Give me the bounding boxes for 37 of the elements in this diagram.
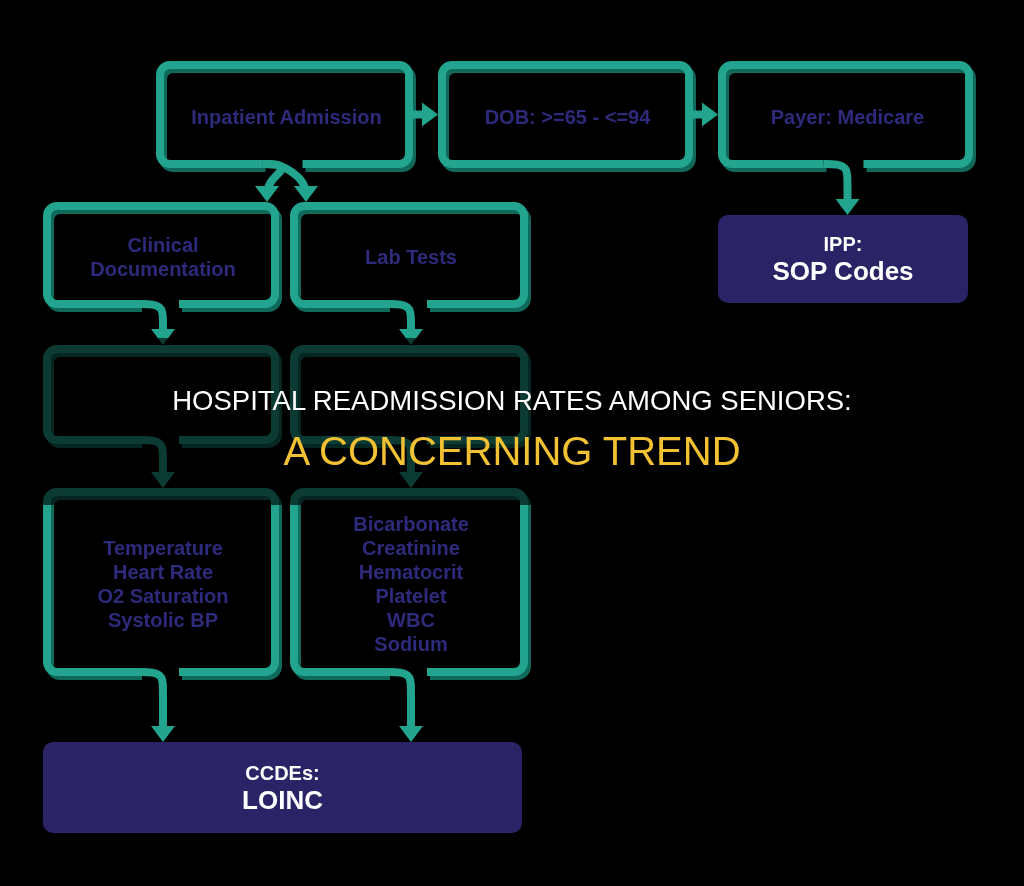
box-label: LOINC [242,784,323,815]
box-label: Bicarbonate [353,512,469,536]
arrow [385,436,423,488]
box-label: Hematocrit [358,560,464,584]
process-box [438,61,697,172]
box-label: SOP Codes [772,256,914,286]
process-box [156,61,417,172]
arrow [137,668,175,742]
box-label: DOB: >=65 - <=94 [484,104,651,129]
box-label: Lab Tests [365,245,457,269]
box-label: Creatinine [362,536,460,560]
title: HOSPITAL READMISSION RATES AMONG SENIORS: A CONCERNING TREND [171,384,853,475]
box-label: Temperature [103,536,223,560]
box-label: Platelet [375,584,447,608]
arrow [137,300,175,346]
result-box [718,215,968,303]
arrow [385,668,423,742]
process-box [43,488,283,680]
box-heading: IPP: [823,232,863,256]
box-label: Sodium [374,632,448,656]
box-label: WBC [387,608,435,632]
box-heading: CCDEs: [245,760,320,785]
box-label: Heart Rate [112,560,213,584]
arrow [821,160,860,215]
box-label: Systolic BP [107,608,218,632]
process-box [718,61,977,172]
process-box [290,488,532,680]
arrow [260,160,318,203]
arrow [137,436,175,488]
box-label: Payer: Medicare [770,104,925,129]
process-box [290,202,532,312]
box-label: Inpatient Admission [191,104,382,129]
process-box [43,202,283,312]
box-label: O2 Saturation [97,584,229,608]
arrow [385,300,423,346]
box-label: Clinical Documentation [89,233,237,281]
result-box [43,742,522,833]
